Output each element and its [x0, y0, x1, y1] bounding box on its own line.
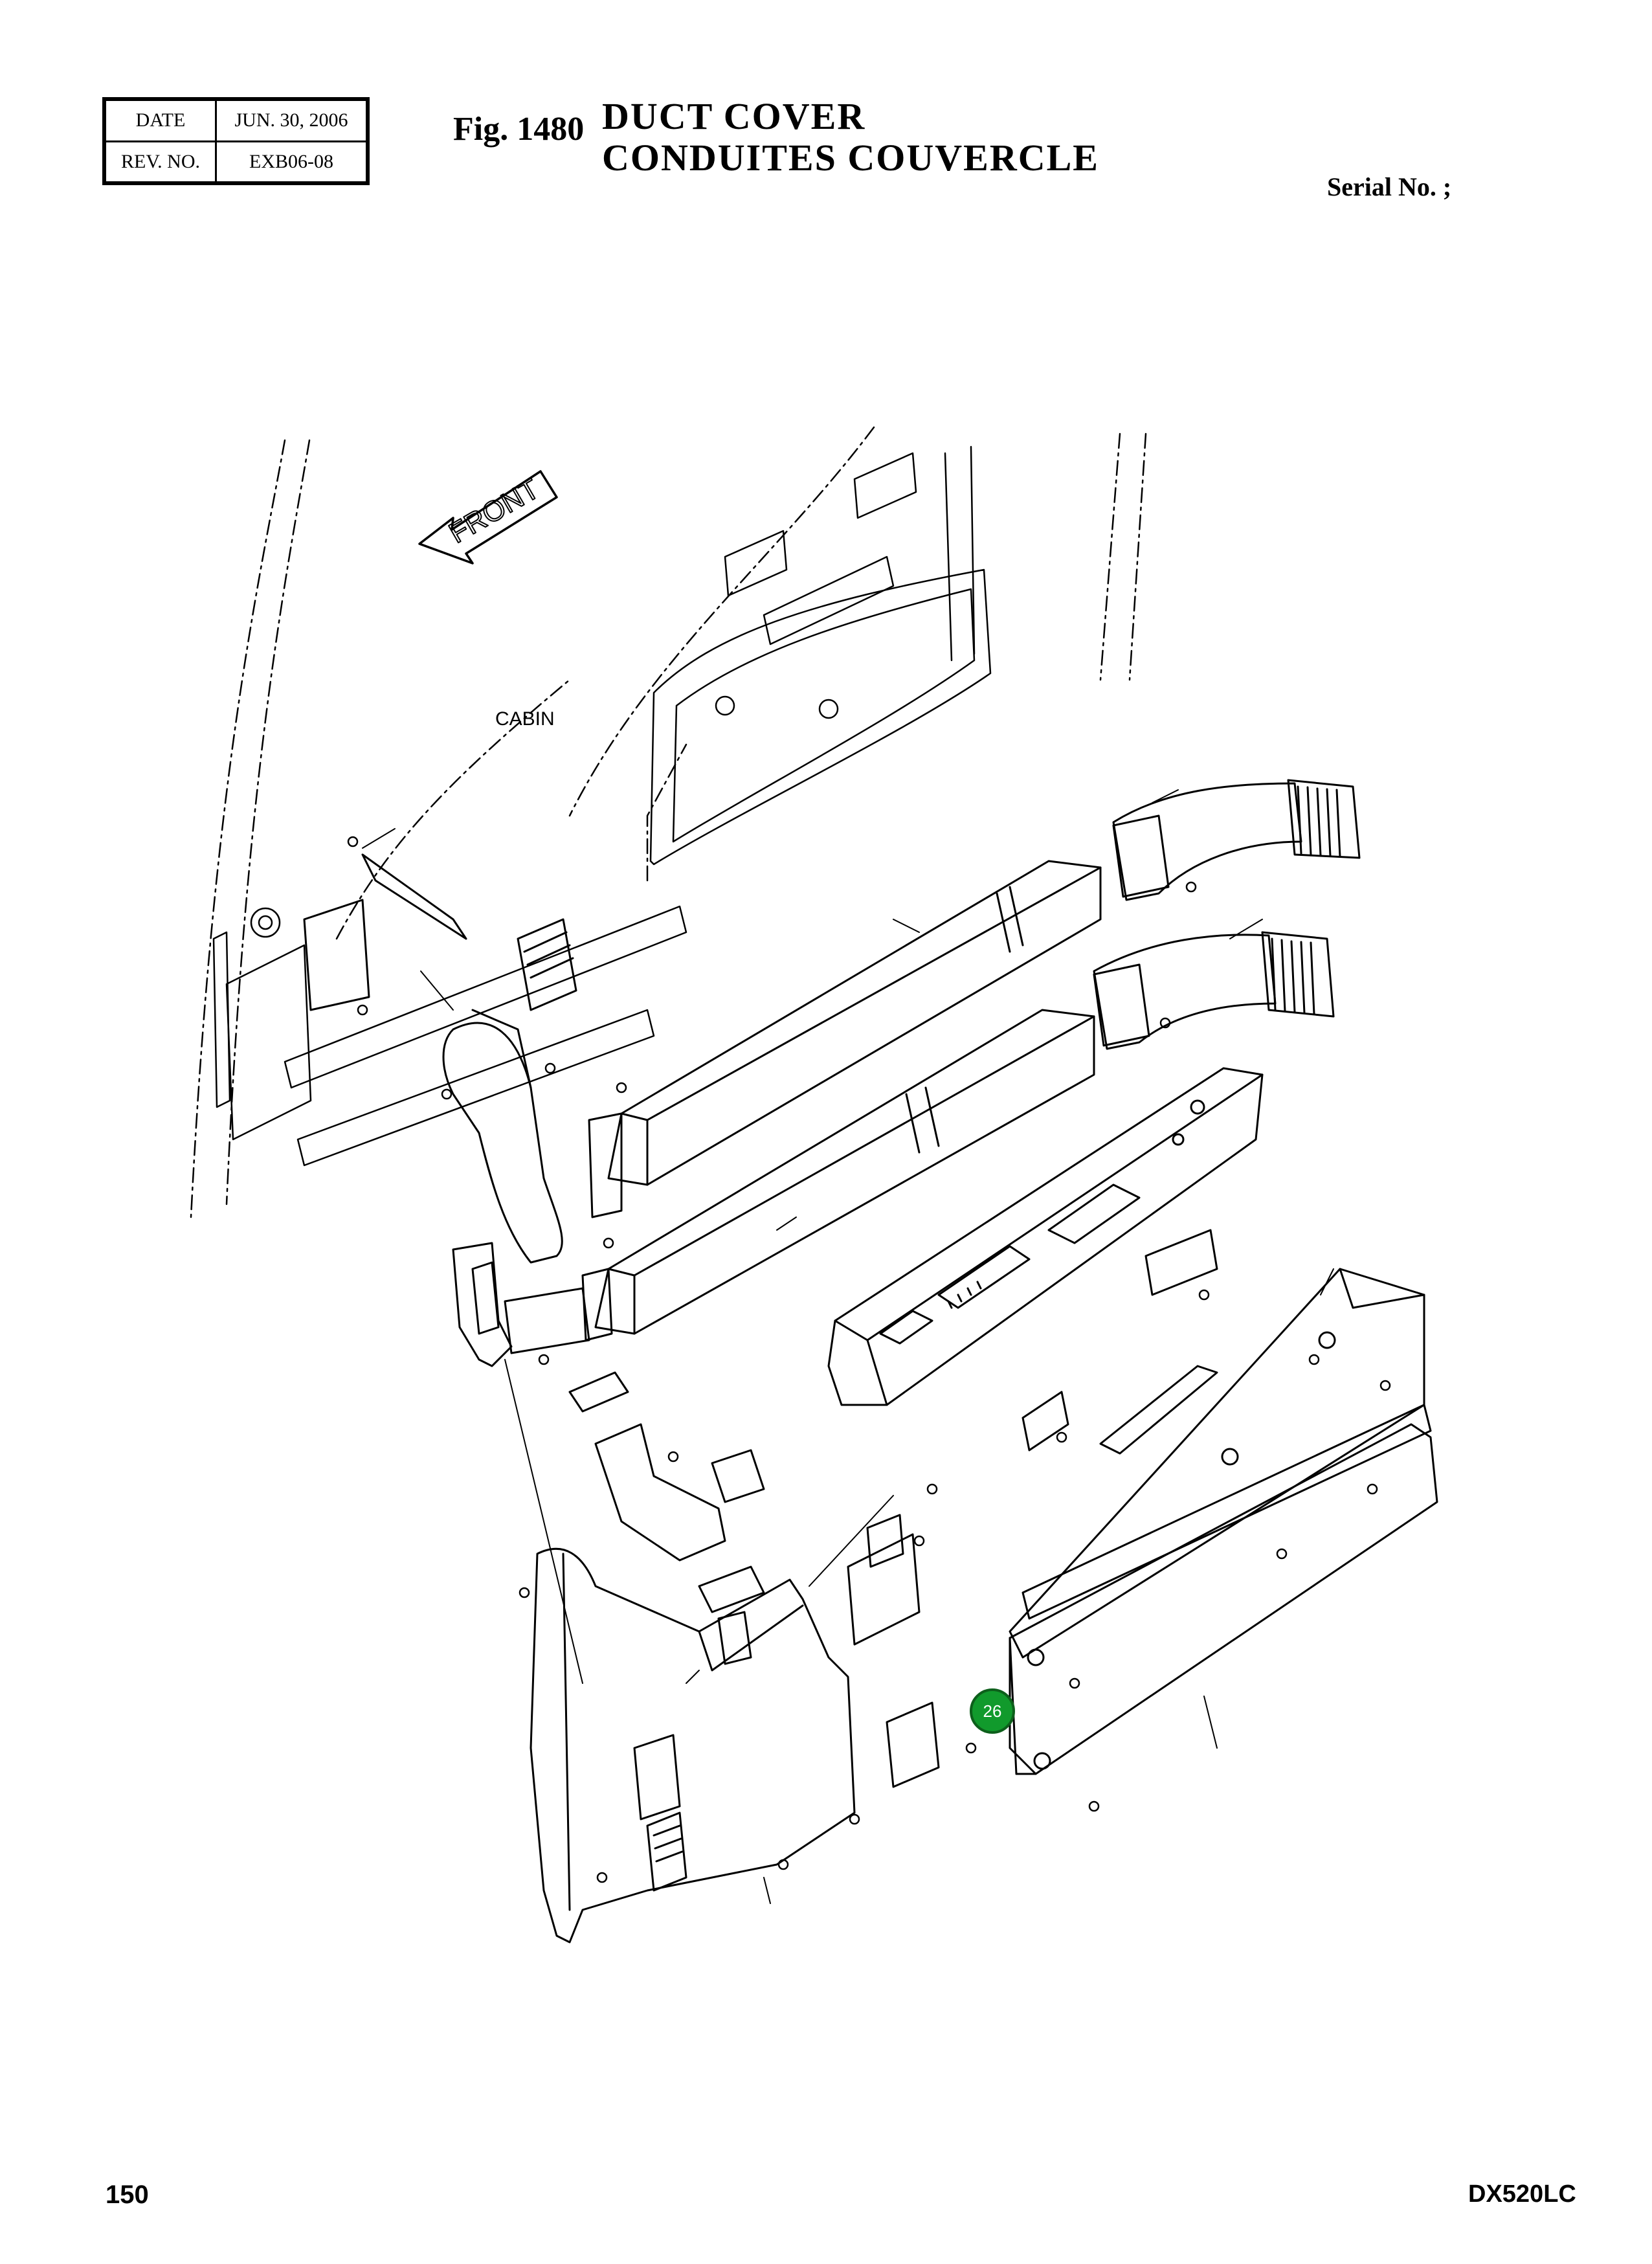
left-cover-inner-box [698, 1565, 765, 1665]
lower-front-elbow [452, 1242, 590, 1367]
center-console-duct [827, 1067, 1264, 1406]
rev-value: EXB06-08 [215, 140, 369, 185]
small-duct-cap [568, 1371, 765, 1503]
model-name: DX520LC [1468, 2180, 1576, 2208]
bracket-plate-center [847, 1514, 921, 1646]
right-bracket [1021, 1229, 1218, 1455]
left-cover-panel [530, 1547, 856, 1944]
screw-icons [347, 836, 1391, 1883]
cabin-frame-solid [212, 445, 992, 1167]
title-french: CONDUITES COUVERCLE [602, 137, 1099, 179]
front-elbow-duct [442, 1009, 563, 1264]
revision-table: DATE JUN. 30, 2006 REV. NO. EXB06-08 [102, 97, 370, 185]
upper-rear-duct [1112, 779, 1361, 901]
front-arrow: FRONT [418, 470, 558, 565]
cabin-frame [190, 426, 1147, 1218]
right-side-panel-lower [1009, 1404, 1438, 1775]
cabin-label: CABIN [495, 708, 555, 730]
right-side-panel-upper [1009, 1268, 1425, 1659]
leader-lines [362, 789, 1334, 1904]
mounting-bracket [303, 853, 467, 1011]
figure-number: Fig. 1480 [453, 111, 585, 148]
lower-rear-duct [1093, 931, 1335, 1050]
front-label: FRONT [444, 473, 545, 549]
cover-plate-small [886, 1701, 940, 1788]
date-value: JUN. 30, 2006 [215, 98, 369, 142]
page-number: 150 [106, 2180, 149, 2209]
vent-grille-upper [517, 918, 577, 1011]
rev-label: REV. NO. [103, 140, 217, 185]
floor-duct-channel [594, 1423, 726, 1562]
title-english: DUCT COVER [602, 95, 866, 137]
callout-part-26[interactable]: 26 [970, 1688, 1015, 1734]
date-label: DATE [103, 98, 217, 142]
serial-number-label: Serial No. ; [1327, 172, 1452, 201]
long-upper-duct [588, 860, 1102, 1218]
long-lower-duct [581, 1009, 1095, 1341]
